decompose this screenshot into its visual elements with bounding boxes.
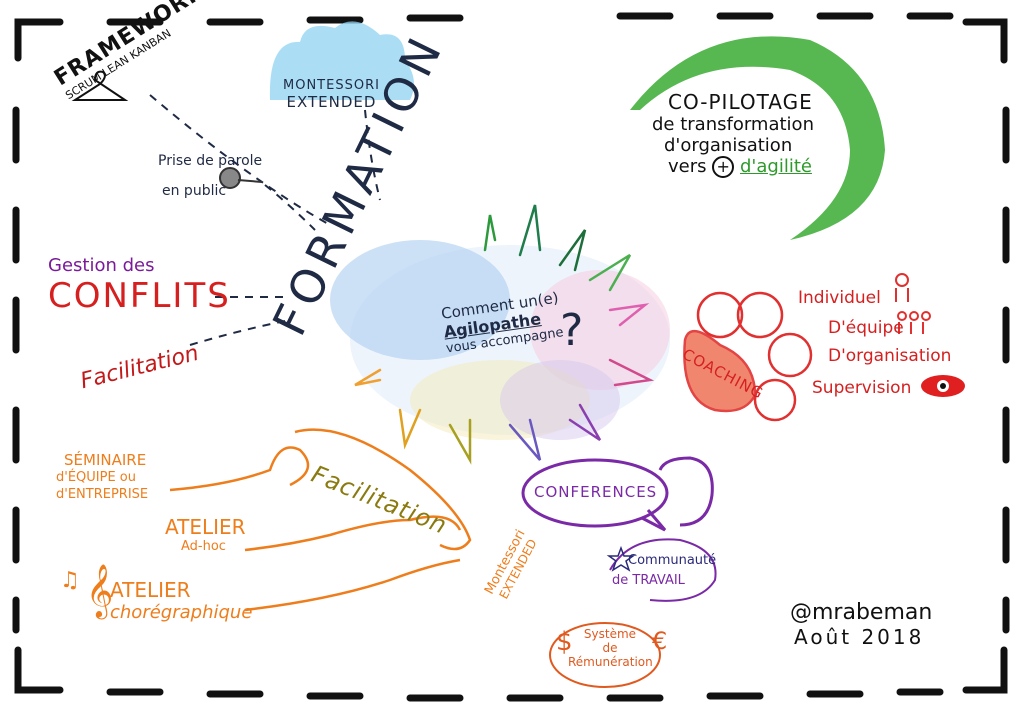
seminaire: SÉMINAIRE d'ÉQUIPE ou d'ENTREPRISE — [56, 452, 148, 503]
atelier-choreo-line2: chorégraphique — [110, 602, 253, 623]
prise-line2: en public — [162, 183, 227, 199]
signature-handle: @mrabeman — [790, 600, 933, 625]
atelier-choreo-line1: ATELIER — [110, 578, 191, 602]
plus-circle-icon: + — [712, 156, 735, 178]
copilotage-line3: d'organisation — [664, 135, 793, 156]
facilitation-loops — [169, 428, 472, 612]
center-splash — [330, 240, 670, 440]
coaching-item-organisation: D'organisation — [828, 346, 952, 366]
montessori-line2: EXTENDED — [286, 93, 377, 111]
communaute-line1: Communauté — [628, 553, 717, 568]
coaching-item-equipe: D'équipe — [828, 318, 904, 338]
hanger-icon — [71, 70, 129, 101]
treble-clef-icon: 𝄞 — [86, 563, 114, 617]
signature: @mrabeman Août 2018 — [790, 600, 932, 649]
dollar-icon: $ — [556, 627, 573, 657]
gestion-line1: Gestion des — [48, 255, 155, 276]
copilotage-line2: de transformation — [652, 114, 814, 135]
music-note-icon: ♫ — [60, 568, 80, 593]
center-question-mark: ? — [560, 305, 584, 356]
systeme-line1: Système — [583, 627, 637, 641]
copilotage-line1: CO-PILOTAGE — [668, 90, 813, 114]
atelier-adhoc-line2: Ad-hoc — [181, 539, 226, 554]
coaching-paw — [683, 291, 813, 422]
copilotage-line4: vers + d'agilité — [668, 156, 814, 178]
montessori-extended-label: MONTESSORI EXTENDED — [283, 78, 380, 111]
seminaire-line2: d'ÉQUIPE ou — [56, 470, 136, 485]
euro-icon: € — [652, 627, 668, 655]
systeme-line3: Rémunération — [568, 655, 653, 669]
prise-de-parole: Prise de parole en public — [158, 146, 262, 206]
communaute: Communauté de TRAVAIL — [612, 551, 717, 591]
gestion-conflits: Gestion des CONFLITS — [48, 255, 231, 316]
conferences-label: CONFERENCES — [534, 483, 658, 501]
star-icon — [606, 545, 636, 572]
frame-border — [12, 12, 1010, 702]
copilotage-vers: vers — [668, 156, 707, 177]
systeme: Système de Rémunération — [568, 627, 653, 669]
seminaire-line3: d'ENTREPRISE — [56, 487, 149, 502]
speech-bubbles — [521, 456, 714, 532]
gestion-line2: CONFLITS — [48, 276, 231, 316]
copilotage: CO-PILOTAGE de transformation d'organisa… — [652, 90, 814, 178]
atelier-choreo: ATELIER chorégraphique — [110, 578, 252, 623]
atelier-adhoc: ATELIER Ad-hoc — [165, 515, 246, 554]
microphone-icon — [219, 167, 263, 189]
seminaire-line1: SÉMINAIRE — [64, 451, 147, 469]
coaching-item-supervision: Supervision — [812, 378, 912, 398]
green-swoosh — [630, 36, 885, 240]
atelier-adhoc-line1: ATELIER — [165, 515, 246, 539]
prise-line1: Prise de parole — [158, 153, 263, 169]
coaching-item-individuel: Individuel — [798, 288, 881, 308]
communaute-line2: de TRAVAIL — [612, 573, 685, 588]
eye-icon — [921, 375, 965, 397]
signature-date: Août 2018 — [794, 625, 925, 649]
systeme-line2: de — [602, 641, 618, 655]
copilotage-agilite: d'agilité — [739, 156, 812, 177]
montessori-line1: MONTESSORI — [283, 78, 380, 93]
people-icons — [895, 273, 931, 334]
cloud-shape — [269, 21, 414, 100]
